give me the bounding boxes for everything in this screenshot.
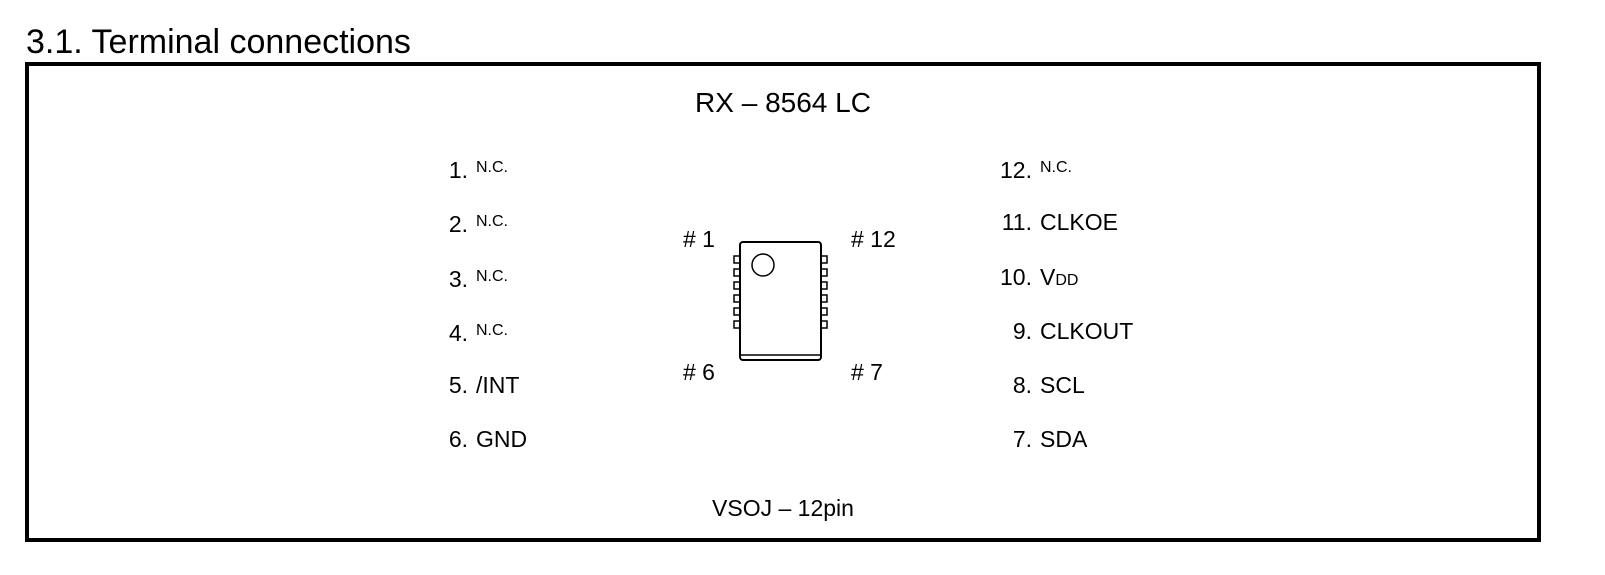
pin-11-label: 11. CLKOE	[995, 208, 1118, 236]
pin-3-label: 3. N.C.	[431, 263, 508, 292]
pin-name: N.C.	[476, 322, 508, 339]
pin-number: 7.	[1012, 426, 1032, 452]
pin-number: 1.	[448, 157, 468, 183]
pin-name: N.C.	[476, 268, 508, 285]
pin-4-label: 4. N.C.	[431, 317, 508, 346]
pin-number: 8.	[1012, 372, 1032, 398]
pin-name: CLKOE	[1040, 209, 1118, 235]
pin-number: 6.	[448, 426, 468, 452]
corner-label-pin-12: # 12	[851, 226, 896, 252]
pin-number: 9.	[1012, 318, 1032, 344]
pin-10-label: 10. VDD	[995, 263, 1078, 291]
pin-2-label: 2. N.C.	[431, 208, 508, 237]
part-name: RX – 8564 LC	[695, 87, 871, 118]
terminal-diagram-frame: RX – 8564 LC 1. N.C. 2. N.C. 3. N.C. 4. N.C.…	[25, 62, 1541, 542]
pin-8-label: 8. SCL	[995, 371, 1085, 399]
chip-package-icon	[733, 241, 828, 361]
pin-number: 10.	[1000, 264, 1032, 290]
pin-9-label: 9. CLKOUT	[995, 317, 1133, 345]
pin-number: 12.	[1000, 157, 1032, 183]
pin-name: N.C.	[476, 213, 508, 230]
corner-label-pin-7: # 7	[851, 359, 883, 385]
pin-1-label: 1. N.C.	[431, 154, 508, 183]
pin-name: N.C.	[476, 159, 508, 176]
pin-name: N.C.	[1040, 159, 1072, 176]
pin-name: GND	[476, 426, 528, 452]
corner-label-pin-1: # 1	[683, 226, 715, 252]
pin-12-label: 12. N.C.	[995, 154, 1072, 183]
pin-name-subscript: DD	[1055, 272, 1079, 289]
pin-name: /INT	[476, 372, 520, 398]
section-heading: 3.1. Terminal connections	[26, 23, 411, 61]
pin-name: CLKOUT	[1040, 318, 1134, 344]
chip-body	[739, 241, 822, 361]
pin-1-indicator-icon	[751, 253, 775, 277]
corner-label-pin-6: # 6	[683, 359, 715, 385]
pin-5-label: 5. /INT	[431, 371, 520, 399]
pin-name: V	[1040, 264, 1056, 290]
pin-number: 2.	[448, 211, 468, 237]
pin-6-label: 6. GND	[431, 425, 527, 453]
pin-number: 11.	[1001, 209, 1032, 235]
pin-number: 3.	[448, 266, 468, 292]
pin-number: 4.	[448, 320, 468, 346]
pin-7-label: 7. SDA	[995, 425, 1087, 453]
pin-name: SCL	[1040, 372, 1085, 398]
pin-name: SDA	[1040, 426, 1088, 452]
package-name: VSOJ – 12pin	[712, 495, 854, 521]
pin-number: 5.	[448, 372, 468, 398]
